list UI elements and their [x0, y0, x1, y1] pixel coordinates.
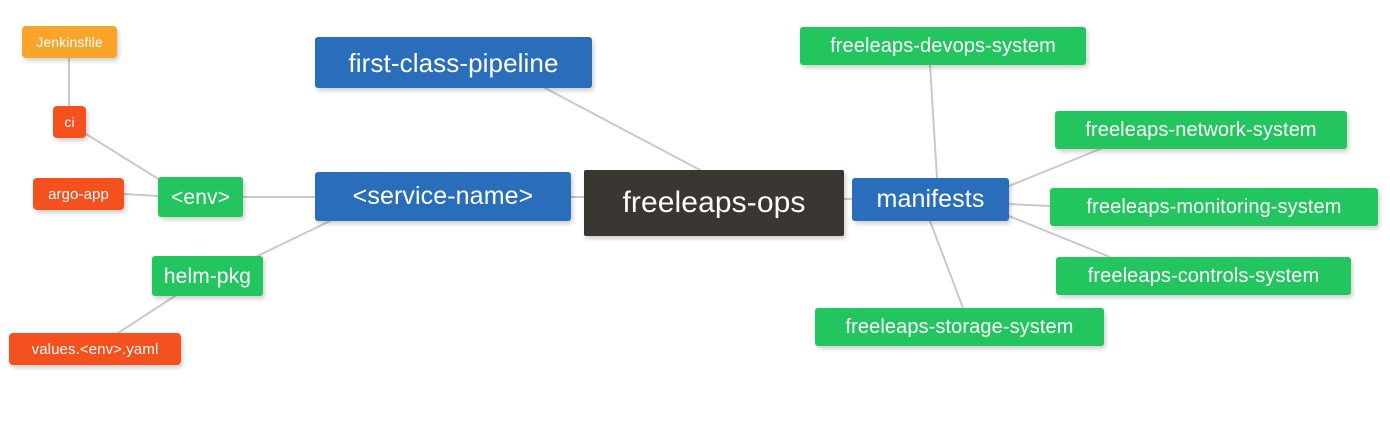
- edge-manifests-to-freeleaps-storage-system: [929, 220, 964, 309]
- node-argo-app[interactable]: argo-app: [33, 178, 124, 210]
- edge-argo-app-to-env: [123, 193, 159, 197]
- node-freeleaps-ops[interactable]: freeleaps-ops: [584, 170, 844, 236]
- node-freeleaps-controls-system[interactable]: freeleaps-controls-system: [1056, 257, 1351, 295]
- node-first-class-pipeline[interactable]: first-class-pipeline: [315, 37, 592, 88]
- node-manifests[interactable]: manifests: [852, 178, 1009, 221]
- node-freeleaps-storage-system[interactable]: freeleaps-storage-system: [815, 308, 1104, 346]
- node-ci[interactable]: ci: [53, 106, 86, 138]
- node-freeleaps-devops-system[interactable]: freeleaps-devops-system: [800, 27, 1086, 65]
- edge-helm-pkg-to-values-yaml: [117, 295, 176, 334]
- node-values-yaml[interactable]: values.<env>.yaml: [9, 333, 181, 365]
- node-service-name[interactable]: <service-name>: [315, 172, 571, 221]
- edge-manifests-to-freeleaps-devops-system: [929, 64, 938, 179]
- node-env[interactable]: <env>: [158, 177, 243, 217]
- node-freeleaps-monitoring-system[interactable]: freeleaps-monitoring-system: [1050, 188, 1378, 226]
- node-freeleaps-network-system[interactable]: freeleaps-network-system: [1055, 111, 1347, 149]
- edge-manifests-to-freeleaps-monitoring-system: [1008, 203, 1051, 207]
- node-helm-pkg[interactable]: helm-pkg: [152, 256, 263, 296]
- edge-manifests-to-freeleaps-network-system: [1008, 148, 1101, 187]
- node-jenkinsfile[interactable]: Jenkinsfile: [22, 26, 117, 58]
- edge-first-class-pipeline-to-freeleaps-ops: [544, 87, 701, 171]
- edge-ci-to-env: [85, 133, 161, 181]
